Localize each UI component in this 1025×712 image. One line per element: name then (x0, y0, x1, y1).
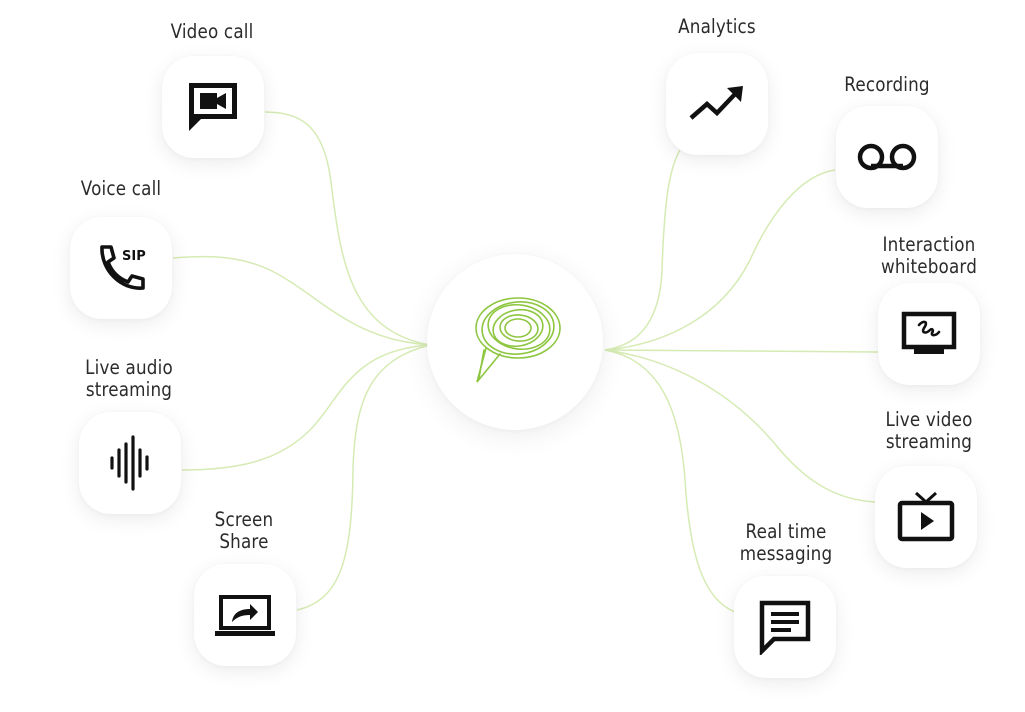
label-real-time-messaging: Real time messaging (739, 520, 833, 565)
voicemail-icon (855, 137, 919, 177)
node-screen-share[interactable] (194, 564, 296, 666)
node-video-call[interactable] (162, 56, 264, 158)
node-real-time-messaging[interactable] (734, 576, 836, 678)
connector-live-video (604, 349, 876, 503)
live-tv-icon (896, 489, 956, 545)
label-screen-share: Screen Share (214, 508, 274, 553)
connector-video-call (264, 111, 431, 346)
message-icon (757, 599, 813, 655)
label-voice-call: Voice call (80, 177, 162, 200)
node-voice-call[interactable]: SIP (70, 217, 172, 319)
video-call-icon (185, 79, 241, 135)
connector-whiteboard (604, 349, 879, 353)
label-recording: Recording (844, 73, 930, 96)
label-live-audio-streaming: Live audio streaming (85, 356, 173, 401)
node-analytics[interactable] (666, 53, 768, 155)
node-recording[interactable] (836, 106, 938, 208)
connector-live-audio (181, 344, 431, 471)
scribbled-chat-bubble-icon (460, 290, 570, 394)
connector-messaging (604, 349, 736, 613)
node-live-audio-streaming[interactable] (79, 412, 181, 514)
label-video-call: Video call (170, 20, 254, 43)
label-live-video-streaming: Live video streaming (885, 408, 973, 453)
label-analytics: Analytics (678, 15, 756, 38)
connector-recording (604, 169, 836, 351)
connector-voice-call (172, 255, 431, 346)
audio-waveform-icon (102, 435, 158, 491)
screen-share-icon (213, 587, 277, 643)
connector-analytics (604, 149, 681, 351)
connector-screen-share (296, 344, 431, 611)
sip-text: SIP (122, 249, 146, 264)
trending-up-icon (687, 76, 747, 132)
node-interaction-whiteboard[interactable] (878, 283, 980, 385)
label-interaction-whiteboard: Interaction whiteboard (880, 233, 978, 278)
sip-phone-icon: SIP (93, 240, 149, 296)
node-live-video-streaming[interactable] (875, 466, 977, 568)
whiteboard-icon (899, 306, 959, 362)
hub-node (427, 254, 603, 430)
